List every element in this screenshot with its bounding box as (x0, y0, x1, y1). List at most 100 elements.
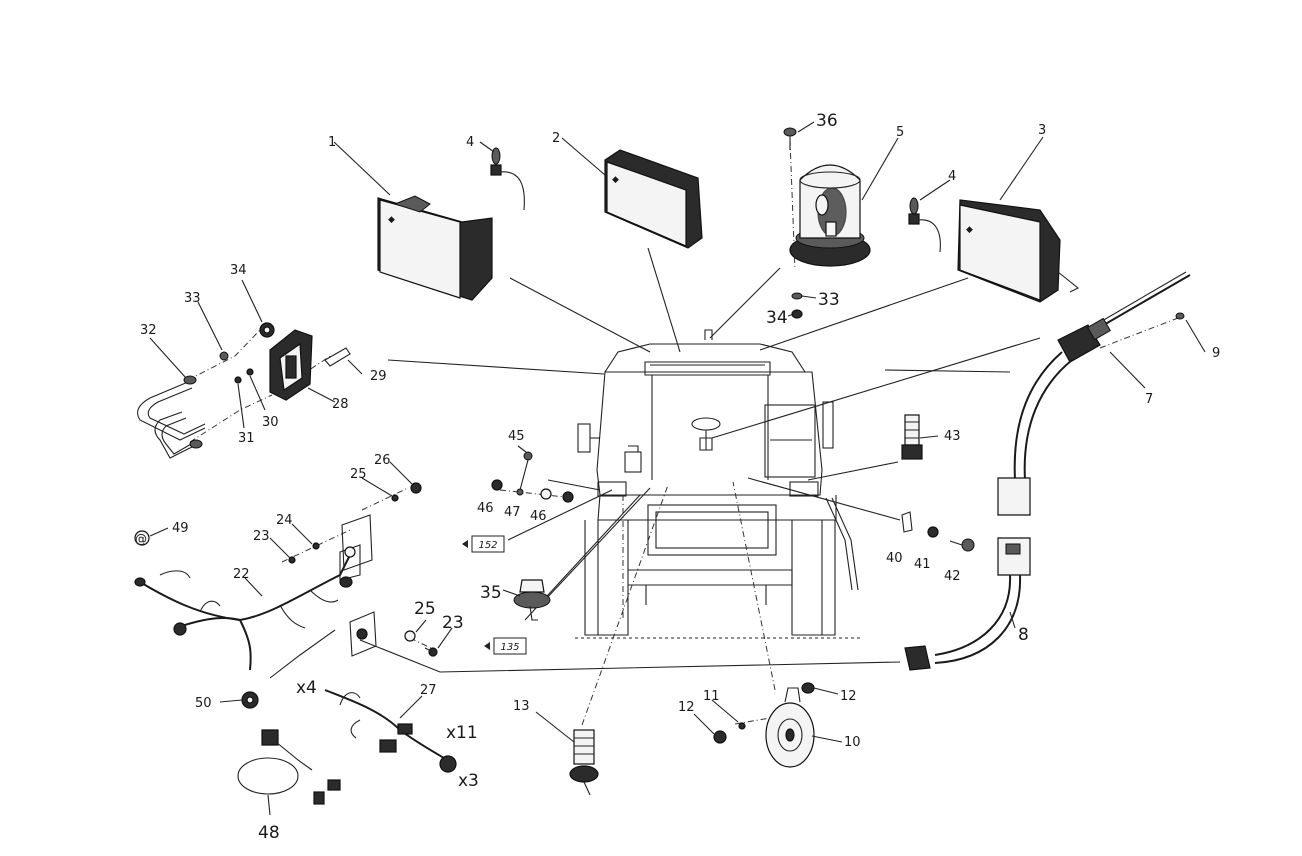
washer-25-right (404, 630, 416, 642)
bulb-4-right (908, 197, 941, 253)
machine-body (575, 329, 860, 639)
part-label-2: 2 (552, 131, 560, 146)
part-label-8: 8 (1018, 625, 1029, 645)
screw-47 (516, 488, 524, 496)
part-label-9: 9 (1212, 346, 1220, 361)
part-label-34-left: 34 (230, 263, 247, 278)
part-label-33-top: 33 (818, 290, 840, 310)
quantity-label-x3: x3 (458, 771, 479, 791)
part-label-23-left: 23 (253, 529, 270, 544)
part-label-12-right: 12 (840, 689, 857, 704)
part-label-12-left: 12 (678, 700, 695, 715)
part-label-27: 27 (420, 683, 437, 698)
part-label-48: 48 (258, 823, 280, 843)
part-label-49: 49 (172, 521, 189, 536)
part-label-22: 22 (233, 567, 250, 582)
part-label-28: 28 (332, 397, 349, 412)
work-lamp-3: ◆ (957, 199, 1080, 303)
washer-25-left (391, 494, 399, 502)
part-label-33-left: 33 (184, 291, 201, 306)
washer-11 (738, 722, 746, 730)
part-label-7: 7 (1145, 392, 1153, 407)
part-label-43: 43 (944, 429, 961, 444)
part-label-1: 1 (328, 135, 336, 150)
screw-31 (234, 376, 242, 384)
part-label-45: 45 (508, 429, 525, 444)
nut-12-left (713, 730, 727, 744)
bolt-42 (949, 538, 975, 552)
part-label-13: 13 (513, 699, 530, 714)
horn-10 (765, 687, 815, 768)
part-label-11: 11 (703, 689, 720, 704)
part-label-47: 47 (504, 505, 521, 520)
part-labels: 1 2 3 4 4 5 36 33 34 9 7 8 32 33 34 28 2… (140, 111, 1220, 843)
part-label-24: 24 (276, 513, 293, 528)
part-label-42: 42 (944, 569, 961, 584)
part-label-46-left: 46 (477, 501, 494, 516)
page-ref-135-label: 135 (500, 642, 519, 653)
cap-35 (513, 579, 551, 621)
part-label-4-right: 4 (948, 169, 956, 184)
callout-leaders (149, 121, 1206, 816)
screw-9 (1175, 312, 1185, 320)
screw-23-left (288, 556, 296, 564)
part-label-41: 41 (914, 557, 931, 572)
clip-24 (312, 542, 320, 550)
washer-30 (246, 368, 254, 376)
part-label-36: 36 (816, 111, 838, 131)
work-lamp-2: ◆ (604, 149, 703, 249)
cable-48 (237, 729, 341, 805)
nut-34-left (259, 322, 275, 338)
part-label-5: 5 (896, 125, 904, 140)
part-label-34-top: 34 (766, 308, 788, 328)
nut-12-right (801, 682, 815, 694)
quantity-label-x11: x11 (446, 723, 478, 743)
pin-29 (324, 347, 351, 367)
screw-23-right (424, 647, 438, 657)
part-label-26: 26 (374, 453, 391, 468)
washer-41 (927, 526, 939, 538)
mount-plate-harness (341, 514, 377, 657)
washer-33-left (219, 351, 229, 361)
quantity-label-x4: x4 (296, 678, 317, 698)
grommet-49: @ (134, 530, 150, 546)
harness-27 (324, 689, 457, 773)
washers-46-right (540, 488, 574, 503)
svg-text:@: @ (135, 532, 147, 546)
svg-text:◆: ◆ (612, 175, 619, 185)
part-label-40: 40 (886, 551, 903, 566)
part-label-46-right: 46 (530, 509, 547, 524)
part-label-30: 30 (262, 415, 279, 430)
part-label-31: 31 (238, 431, 255, 446)
washer-nut-33-34-top (791, 292, 803, 319)
mirror-mount-plate-28 (269, 329, 313, 401)
part-label-10: 10 (844, 735, 861, 750)
bulb-4-left (490, 147, 525, 211)
page-ref-152: 152 (462, 535, 505, 553)
part-label-25-bottom: 25 (414, 599, 436, 619)
rotating-beacon-5 (789, 164, 871, 267)
u-bolt-32 (137, 375, 206, 459)
antenna-7 (1057, 271, 1191, 363)
part-label-35: 35 (480, 583, 502, 603)
part-label-50: 50 (195, 696, 212, 711)
grommet-50 (241, 691, 259, 709)
page-ref-152-label: 152 (478, 540, 497, 551)
svg-text:◆: ◆ (388, 215, 395, 225)
work-lamp-1: ◆ (377, 195, 493, 301)
part-label-29: 29 (370, 369, 387, 384)
part-label-32: 32 (140, 323, 157, 338)
cable-8 (904, 351, 1073, 671)
svg-text:◆: ◆ (966, 225, 973, 235)
clip-45 (519, 451, 533, 491)
harness-22 (134, 544, 361, 671)
page-ref-135: 135 (484, 637, 527, 655)
part-label-3: 3 (1038, 123, 1046, 138)
bracket-40 (901, 511, 913, 533)
nut-26 (410, 482, 422, 494)
part-label-4-left: 4 (466, 135, 474, 150)
switch-43 (901, 414, 923, 460)
pressure-switch-13 (569, 729, 599, 796)
nut-46-left (491, 479, 503, 491)
